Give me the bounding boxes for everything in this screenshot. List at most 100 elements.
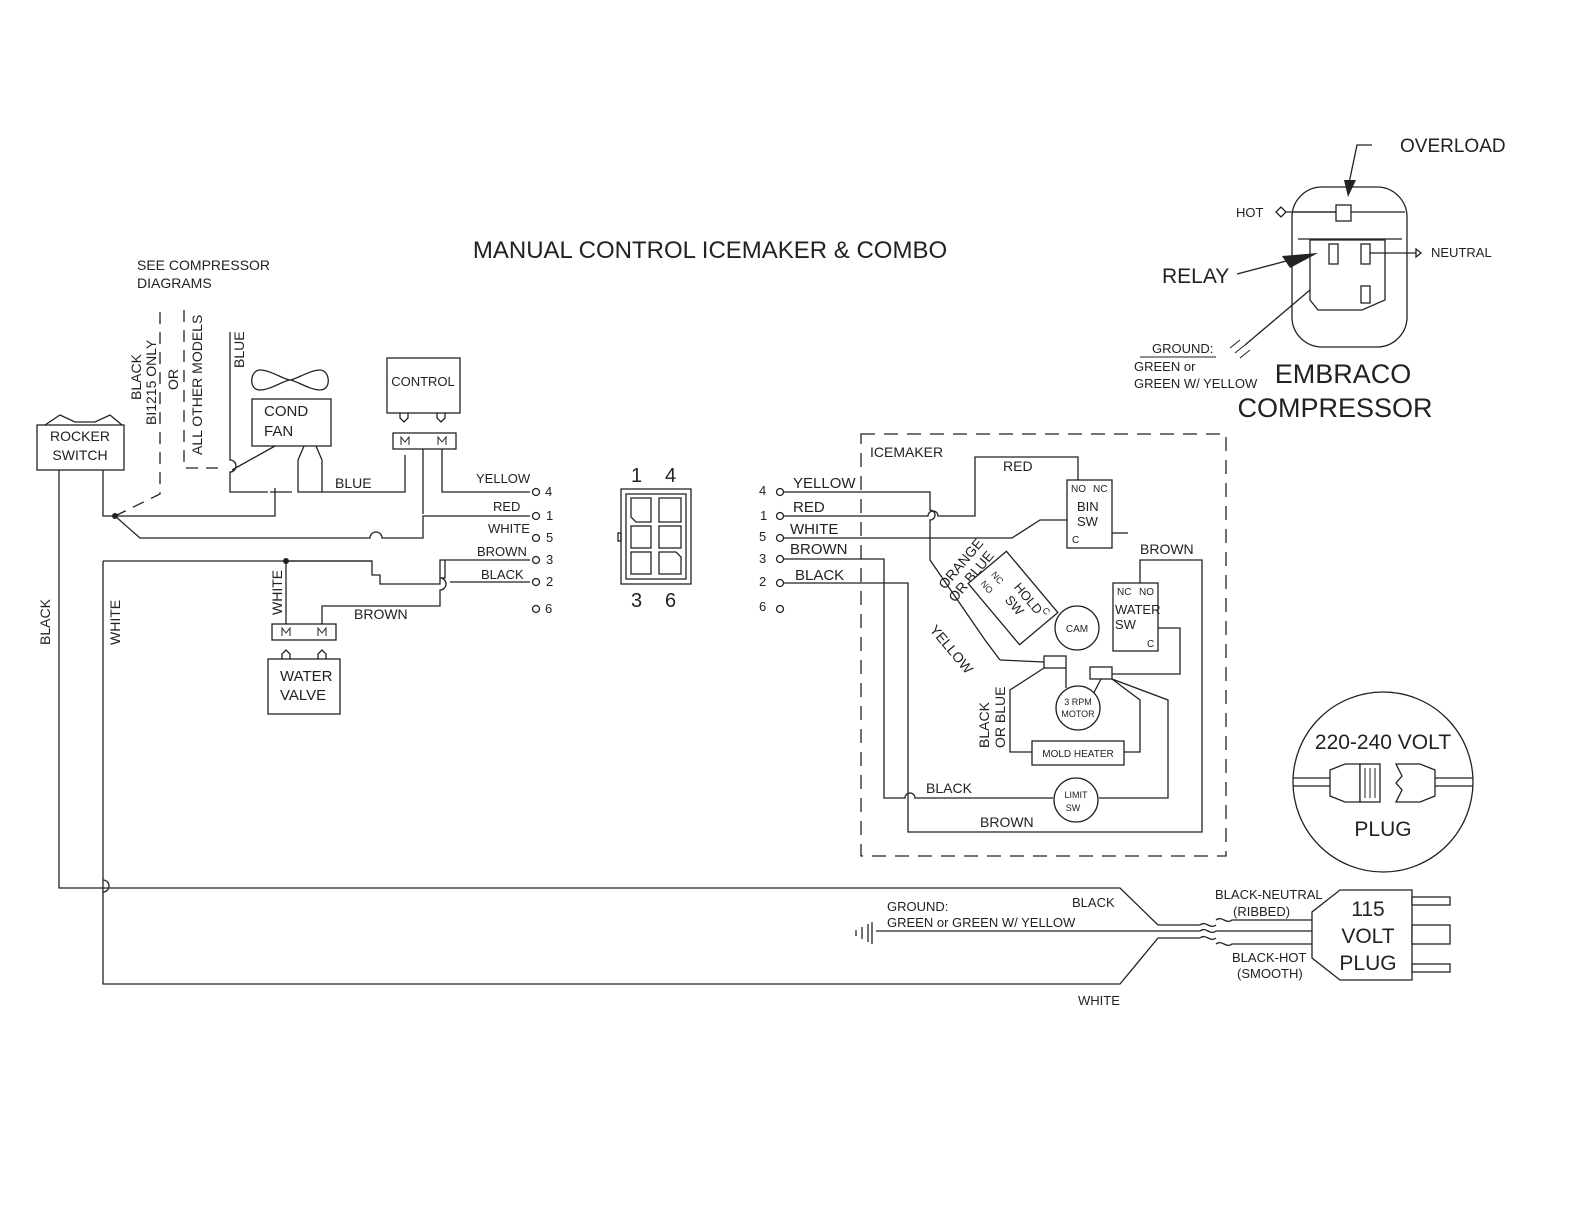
left-pin-num-2: 2 [546, 574, 553, 589]
black-neutral-label-2: (RIBBED) [1233, 904, 1290, 919]
motor-label-2: MOTOR [1061, 709, 1095, 719]
left-pin-label-black: BLACK [481, 567, 524, 582]
center-connector: 1 4 3 6 [617, 465, 692, 612]
white-wire-label: WHITE [107, 600, 123, 645]
rocker-switch: ROCKER SWITCH [36, 414, 125, 471]
yellow-diag-label: YELLOW [927, 622, 977, 678]
right-pin-label-yellow: YELLOW [793, 475, 856, 492]
left-pin-label-yellow: YELLOW [476, 471, 531, 486]
cam-label: CAM [1066, 624, 1088, 635]
left-pin-num-4: 4 [545, 484, 552, 499]
left-pin-label-brown: BROWN [477, 544, 527, 559]
bin-sw-label-1: BIN [1077, 499, 1099, 514]
water-sw-c: C [1147, 639, 1154, 650]
right-pin-label-white: WHITE [790, 521, 838, 538]
left-pin-num-5: 5 [546, 530, 553, 545]
relay-label: RELAY [1162, 265, 1229, 288]
plug-220-label-1: 220-240 VOLT [1315, 731, 1451, 754]
comp-ground-label-1: GROUND: [1152, 341, 1213, 356]
rocker-switch-label-2: SWITCH [52, 447, 107, 463]
water-valve-label-2: VALVE [280, 687, 326, 704]
right-pin-num-6: 6 [759, 599, 766, 614]
plug-115-label-1: 115 [1351, 898, 1384, 921]
comp-ground-label-3: GREEN W/ YELLOW [1134, 376, 1258, 391]
plug-115-label-2: VOLT [1341, 925, 1394, 948]
icemaker-dashed-box [860, 433, 1227, 857]
compressor-name-2: COMPRESSOR [1237, 393, 1432, 423]
switch-output-wire [102, 470, 115, 517]
black-blue-label-2: OR BLUE [992, 687, 1008, 748]
hold-switch: HOLD SW C NO NC [967, 550, 1059, 646]
left-pin-num-6: 6 [545, 601, 552, 616]
right-pin-num-3: 3 [759, 551, 766, 566]
control-label: CONTROL [391, 374, 455, 389]
comp-ground-label-2: GREEN or [1134, 359, 1196, 374]
plug-220-240: 220-240 VOLT PLUG [1292, 691, 1474, 873]
note-line-1: SEE COMPRESSOR [137, 257, 270, 273]
control: CONTROL [386, 357, 461, 450]
bin-sw-c: C [1072, 535, 1079, 546]
black-model-label-2: BI1215 ONLY [143, 339, 159, 425]
black-model-label-1: BLACK [128, 353, 144, 400]
power-ground-label-1: GROUND: [887, 899, 948, 914]
water-sw-label-2: SW [1115, 617, 1137, 632]
or-label: OR [165, 369, 181, 390]
neutral-label: NEUTRAL [1431, 245, 1492, 260]
hot-label: HOT [1236, 205, 1264, 220]
hold-sw-c: C [1040, 605, 1052, 617]
plug-115-label-3: PLUG [1339, 952, 1396, 975]
embraco-compressor [1229, 144, 1423, 359]
right-pin-num-4: 4 [759, 483, 766, 498]
bin-sw-label-2: SW [1077, 514, 1099, 529]
plug-115: 115 VOLT PLUG [1311, 889, 1451, 981]
icemaker-label: ICEMAKER [870, 444, 943, 460]
black-hot-label-2: (SMOOTH) [1237, 966, 1303, 981]
icemaker-brown-label-top: BROWN [1140, 541, 1194, 557]
left-pin-num-3: 3 [546, 552, 553, 567]
mold-heater-label: MOLD HEATER [1042, 749, 1114, 760]
white-valve-wire-label: WHITE [269, 570, 285, 615]
right-pin-label-brown: BROWN [790, 541, 848, 558]
connector-bottom-6: 6 [665, 590, 676, 612]
cond-fan-label-1: COND [264, 403, 308, 420]
cond-fan-label-2: FAN [264, 423, 293, 440]
water-switch: NC NO WATER SW C [1112, 582, 1161, 652]
diagram-title: MANUAL CONTROL ICEMAKER & COMBO [473, 237, 947, 264]
mold-heater: MOLD HEATER [1031, 740, 1125, 766]
left-connector-pins: YELLOW RED WHITE BROWN BLACK 4 1 5 3 2 6 [476, 471, 553, 616]
rocker-switch-label-1: ROCKER [50, 428, 110, 444]
icemaker-red-label: RED [1003, 458, 1033, 474]
black-neutral-label-1: BLACK-NEUTRAL [1215, 887, 1323, 902]
connector-top-4: 4 [665, 465, 676, 487]
icemaker-black-label: BLACK [926, 780, 973, 796]
compressor-name-1: EMBRACO [1275, 359, 1412, 389]
water-sw-nc: NC [1117, 587, 1131, 598]
water-sw-label-1: WATER [1115, 602, 1161, 617]
limit-sw-label-1: LIMIT [1064, 790, 1088, 800]
power-white-label: WHITE [1078, 993, 1120, 1008]
icemaker-brown-label-bottom: BROWN [980, 814, 1034, 830]
right-pin-label-black: BLACK [795, 567, 844, 584]
limit-switch: LIMIT SW [1053, 777, 1099, 823]
blue-vertical-label: BLUE [231, 331, 247, 368]
plug-220-label-2: PLUG [1354, 818, 1411, 841]
left-pin-label-white: WHITE [488, 521, 530, 536]
motor: 3 RPM MOTOR [1055, 685, 1101, 731]
right-pin-num-5: 5 [759, 529, 766, 544]
black-main-wire [58, 470, 1200, 926]
connector-bottom-3: 3 [631, 590, 642, 612]
black-wire-label: BLACK [37, 598, 53, 645]
bin-switch: NO NC BIN SW C [1066, 479, 1113, 549]
power-ground-label-2: GREEN or GREEN W/ YELLOW [887, 915, 1076, 930]
brown-valve-wire-label: BROWN [354, 606, 408, 622]
power-black-label: BLACK [1072, 895, 1115, 910]
motor-label-1: 3 RPM [1064, 697, 1092, 707]
water-valve-label-1: WATER [280, 668, 333, 685]
white-main-wire [102, 561, 1200, 985]
left-pin-label-red: RED [493, 499, 520, 514]
bin-sw-nc: NC [1093, 484, 1107, 495]
cam: CAM [1054, 605, 1100, 651]
right-pin-num-1: 1 [760, 508, 767, 523]
overload-label: OVERLOAD [1400, 136, 1506, 157]
